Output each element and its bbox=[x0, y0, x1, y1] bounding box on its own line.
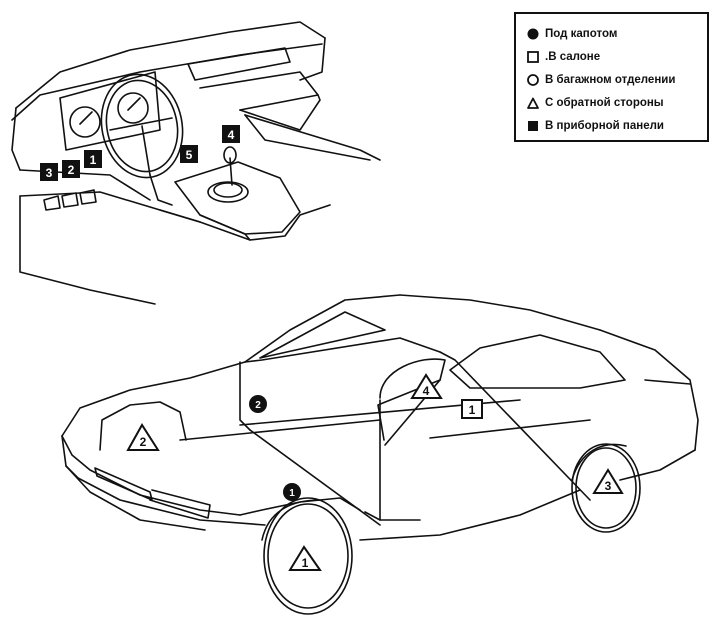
legend-label: .В салоне bbox=[545, 50, 601, 63]
svg-text:2: 2 bbox=[255, 400, 261, 411]
svg-text:1: 1 bbox=[469, 403, 476, 417]
svg-text:2: 2 bbox=[68, 163, 75, 177]
legend-label: Под капотом bbox=[545, 27, 618, 40]
dashboard-marker-2: 2 bbox=[62, 160, 80, 178]
car-marker-triangle-2: 2 bbox=[126, 423, 160, 451]
dashboard-marker-1: 1 bbox=[84, 150, 102, 168]
legend: Под капотом .В салоне В багажном отделен… bbox=[514, 12, 709, 142]
car-marker-triangle-1: 1 bbox=[288, 545, 322, 571]
car-marker-triangle-4: 4 bbox=[410, 373, 443, 399]
legend-item-trunk: В багажном отделении bbox=[526, 68, 707, 91]
legend-label: С обратной стороны bbox=[545, 96, 664, 109]
car-marker-group: 2 1 4 1 2 1 3 bbox=[126, 373, 624, 571]
car-marker-circle-2: 2 bbox=[249, 395, 267, 413]
car-drawing bbox=[61, 294, 699, 615]
dashboard-marker-4: 4 bbox=[222, 125, 240, 143]
svg-text:5: 5 bbox=[186, 148, 193, 162]
svg-text:1: 1 bbox=[302, 556, 309, 570]
legend-label: В приборной панели bbox=[545, 119, 664, 132]
legend-label: В багажном отделении bbox=[545, 73, 676, 86]
legend-item-reverse-side: С обратной стороны bbox=[526, 91, 707, 114]
dashboard-drawing bbox=[11, 21, 381, 305]
open-triangle-icon bbox=[527, 97, 539, 109]
open-circle-icon bbox=[527, 73, 539, 86]
dashboard-marker-3: 3 bbox=[40, 163, 58, 181]
filled-circle-icon bbox=[527, 28, 539, 39]
svg-text:4: 4 bbox=[228, 128, 235, 142]
legend-item-under-hood: Под капотом bbox=[526, 22, 707, 45]
car-marker-square-1: 1 bbox=[461, 399, 483, 419]
svg-text:3: 3 bbox=[605, 479, 612, 493]
svg-text:1: 1 bbox=[289, 488, 295, 499]
svg-text:4: 4 bbox=[423, 384, 430, 398]
open-square-icon bbox=[527, 50, 539, 63]
svg-text:2: 2 bbox=[140, 435, 147, 449]
dashboard-marker-5: 5 bbox=[180, 145, 198, 163]
svg-text:3: 3 bbox=[46, 166, 53, 180]
legend-item-instrument-panel: В приборной панели bbox=[526, 114, 707, 137]
svg-text:1: 1 bbox=[90, 153, 97, 167]
legend-item-cabin: .В салоне bbox=[526, 45, 707, 68]
car-marker-circle-1: 1 bbox=[283, 483, 301, 501]
dashboard-marker-group: 3 2 1 5 4 bbox=[40, 125, 240, 181]
car-marker-triangle-3: 3 bbox=[592, 468, 624, 494]
filled-square-icon bbox=[528, 120, 538, 131]
